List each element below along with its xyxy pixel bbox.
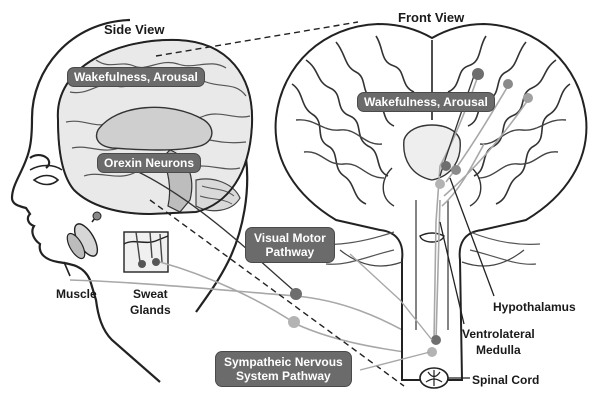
sweat-label-line-1: Sweat xyxy=(130,286,171,302)
sweat-gland-icon xyxy=(124,232,168,272)
eye xyxy=(34,176,58,185)
pathway-node-dark xyxy=(290,288,302,300)
spinal-cord xyxy=(420,368,448,388)
pathway-sweat xyxy=(160,262,432,356)
muscle-label: Muscle xyxy=(56,286,97,302)
pathway-muscle xyxy=(70,280,436,350)
pathway-node-light xyxy=(288,316,300,328)
muscle-icon xyxy=(64,212,102,276)
side-brain xyxy=(58,40,252,214)
visual-motor-pathway-box: Visual Motor Pathway xyxy=(246,228,334,262)
ventrolateral-line-2: Medulla xyxy=(462,342,535,358)
sympathetic-line-1: Sympatheic Nervous xyxy=(224,355,343,369)
orexin-neurons-box: Orexin Neurons xyxy=(98,154,200,172)
sympathetic-nervous-system-pathway-box: Sympatheic Nervous System Pathway xyxy=(216,352,351,386)
ventrolateral-line-1: Ventrolateral xyxy=(462,326,535,342)
front-view-title: Front View xyxy=(398,10,464,25)
visual-motor-line-2: Pathway xyxy=(254,245,326,259)
sympathetic-line-2: System Pathway xyxy=(224,369,343,383)
wakefulness-arousal-front-box: Wakefulness, Arousal xyxy=(358,93,494,111)
hypothalamus-label: Hypothalamus xyxy=(493,299,576,315)
wakefulness-arousal-side-box: Wakefulness, Arousal xyxy=(68,68,204,86)
side-view-title: Side View xyxy=(104,22,164,37)
sweat-glands-label: Sweat Glands xyxy=(130,286,171,318)
visual-motor-line-1: Visual Motor xyxy=(254,231,326,245)
sweat-label-line-2: Glands xyxy=(130,302,171,318)
ventrolateral-medulla-label: Ventrolateral Medulla xyxy=(462,326,535,358)
spinal-cord-label: Spinal Cord xyxy=(472,372,539,388)
